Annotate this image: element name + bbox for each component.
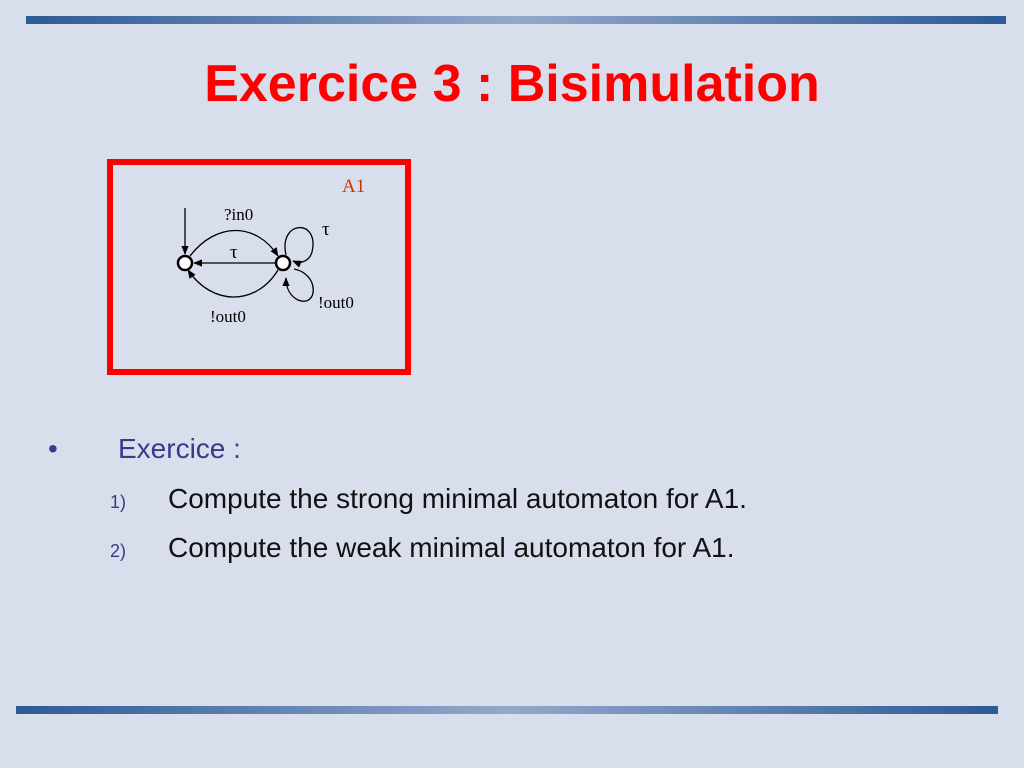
- label-out0-loop: !out0: [318, 293, 354, 312]
- transition-out0-bottom: [187, 269, 279, 298]
- top-divider: [26, 16, 1006, 24]
- bullet-marker: •: [48, 433, 58, 464]
- automaton-name-label: A1: [342, 176, 365, 197]
- automaton-frame: [107, 159, 411, 375]
- label-tau-loop: τ: [322, 219, 330, 240]
- item-number: 1): [110, 492, 127, 512]
- exercise-item: Compute the weak minimal automaton for A…: [168, 532, 735, 563]
- exercise-heading: Exercice :: [118, 433, 241, 464]
- state-initial: [176, 254, 194, 272]
- transition-tau-loop: [284, 227, 314, 268]
- exercise-item: Compute the strong minimal automaton for…: [168, 483, 747, 514]
- bottom-divider: [16, 706, 998, 714]
- label-in0: ?in0: [224, 205, 253, 224]
- label-tau-middle: τ: [230, 242, 238, 263]
- transition-out0-loop: [282, 268, 314, 302]
- slide-title: Exercice 3 : Bisimulation: [204, 55, 820, 113]
- item-number: 2): [110, 541, 127, 561]
- state-second: [274, 254, 292, 272]
- label-out0-bottom: !out0: [210, 307, 246, 326]
- automaton-diagram: A1 ?in0 τ τ !out0 !out0: [107, 159, 411, 375]
- transition-in0: [189, 229, 279, 257]
